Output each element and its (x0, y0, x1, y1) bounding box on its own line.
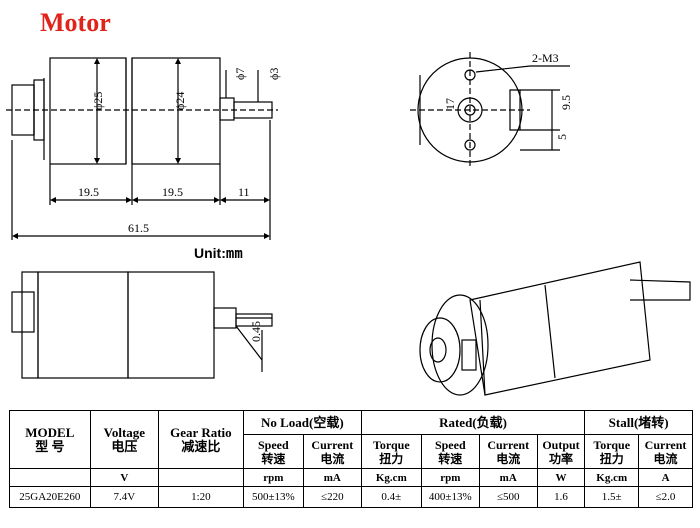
dim-flat-offset: 5 (555, 134, 569, 140)
page-title: Motor (40, 8, 111, 37)
val-s-torque: 1.5± (584, 486, 640, 508)
dim-d25: ϕ25 (91, 92, 105, 110)
unit-model (9, 468, 91, 487)
noload-header: No Load(空载) (242, 410, 362, 435)
side-view-bottom (11, 271, 273, 379)
dim-flat-depth: 0.45 (249, 321, 263, 342)
unit-s-torque: Kg.cm (584, 468, 640, 487)
dim-thread: 2-M3 (532, 51, 559, 65)
units-row: V rpm mA Kg.cm rpm mA W Kg.cm A (9, 468, 693, 487)
val-r-speed: 400±13% (420, 486, 480, 508)
dim-d7: ϕ7 (233, 68, 247, 80)
val-r-torque: 0.4± (360, 486, 422, 508)
unit-r-torque: Kg.cm (360, 468, 422, 487)
iso-view (419, 261, 691, 396)
unit-prefix: Unit: (194, 245, 226, 261)
val-nl-speed: 500±13% (242, 486, 304, 508)
unit-r-output: W (536, 468, 586, 487)
motor-drawing: ϕ25 ϕ24 ϕ7 ϕ3 19.5 19.5 11 61.5 2-M3 17 … (6, 51, 691, 396)
dim-d3: ϕ3 (267, 68, 281, 80)
unit-label: Unit:mm (194, 245, 243, 262)
unit-value: mm (225, 246, 243, 262)
val-gear: 1:20 (157, 486, 244, 508)
val-nl-current: ≤220 (302, 486, 362, 508)
side-view-top (6, 57, 278, 240)
unit-gear (157, 468, 244, 487)
unit-nl-speed: rpm (242, 468, 304, 487)
dim-l3: 11 (238, 185, 250, 199)
val-voltage: 7.4V (89, 486, 159, 508)
table-row: 25GA20E260 7.4V 1:20 500±13% ≤220 0.4± 4… (9, 486, 693, 508)
dim-d24: ϕ24 (173, 92, 187, 110)
dim-flat-height: 9.5 (559, 95, 573, 110)
rated-header: Rated(负载) (360, 410, 586, 435)
unit-r-current: mA (478, 468, 538, 487)
val-model: 25GA20E260 (9, 486, 91, 508)
dim-l1: 19.5 (78, 185, 99, 199)
dim-hole-spacing: 17 (443, 98, 457, 110)
val-r-output: 1.6 (536, 486, 586, 508)
unit-nl-current: mA (302, 468, 362, 487)
unit-voltage: V (89, 468, 159, 487)
val-r-current: ≤500 (478, 486, 538, 508)
unit-s-current: A (638, 468, 693, 487)
unit-r-speed: rpm (420, 468, 480, 487)
dim-total: 61.5 (128, 221, 149, 235)
val-s-current: ≤2.0 (638, 486, 693, 508)
dim-l2: 19.5 (162, 185, 183, 199)
stall-header: Stall(堵转) (584, 410, 693, 435)
end-view (410, 52, 570, 166)
